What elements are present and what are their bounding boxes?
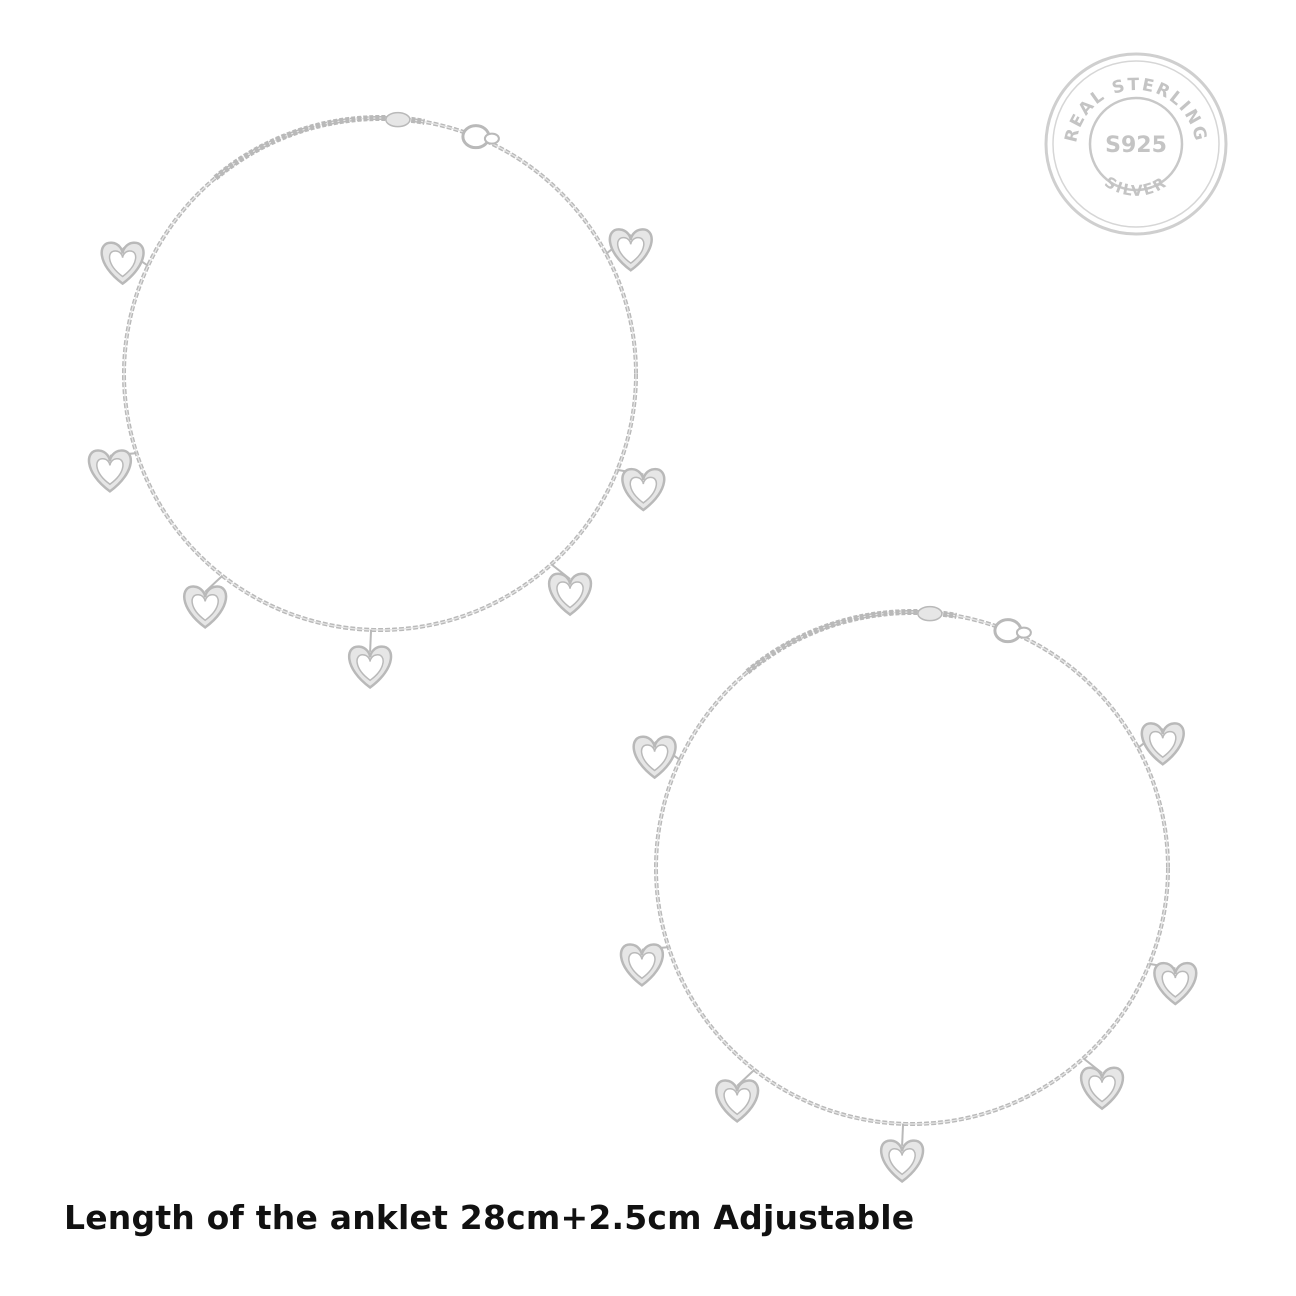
lobster-clasp-icon — [461, 124, 500, 150]
heart-charm-icon — [183, 574, 228, 629]
heart-charm-icon — [87, 449, 137, 493]
heart-charm-icon — [347, 629, 393, 689]
anklet-top-left — [87, 111, 666, 689]
heart-charm-icon — [1079, 1057, 1125, 1111]
heart-charm-icon — [547, 563, 593, 617]
svg-text:SILVER: SILVER — [1101, 173, 1170, 200]
lobster-clasp-icon — [993, 618, 1032, 644]
heart-charm-icon — [617, 467, 666, 512]
chain-tag-icon — [917, 605, 943, 622]
heart-charm-icon — [100, 241, 149, 286]
chain-tag-icon — [385, 111, 411, 128]
anklet-bottom-right — [619, 605, 1198, 1183]
heart-charm-icon — [715, 1068, 760, 1123]
product-caption: Length of the anklet 28cm+2.5cm Adjustab… — [64, 1198, 915, 1237]
heart-charm-icon — [619, 943, 669, 987]
heart-charm-icon — [879, 1123, 925, 1183]
sterling-silver-seal-icon: REAL STERLING S925 SILVER — [1044, 52, 1228, 236]
badge-center-text: S925 — [1105, 133, 1167, 158]
heart-charm-icon — [1137, 722, 1185, 766]
heart-charm-icon — [632, 735, 681, 780]
badge-bottom-text: SILVER — [1101, 173, 1168, 200]
heart-charm-icon — [1149, 961, 1198, 1006]
heart-charm-icon — [605, 228, 653, 272]
